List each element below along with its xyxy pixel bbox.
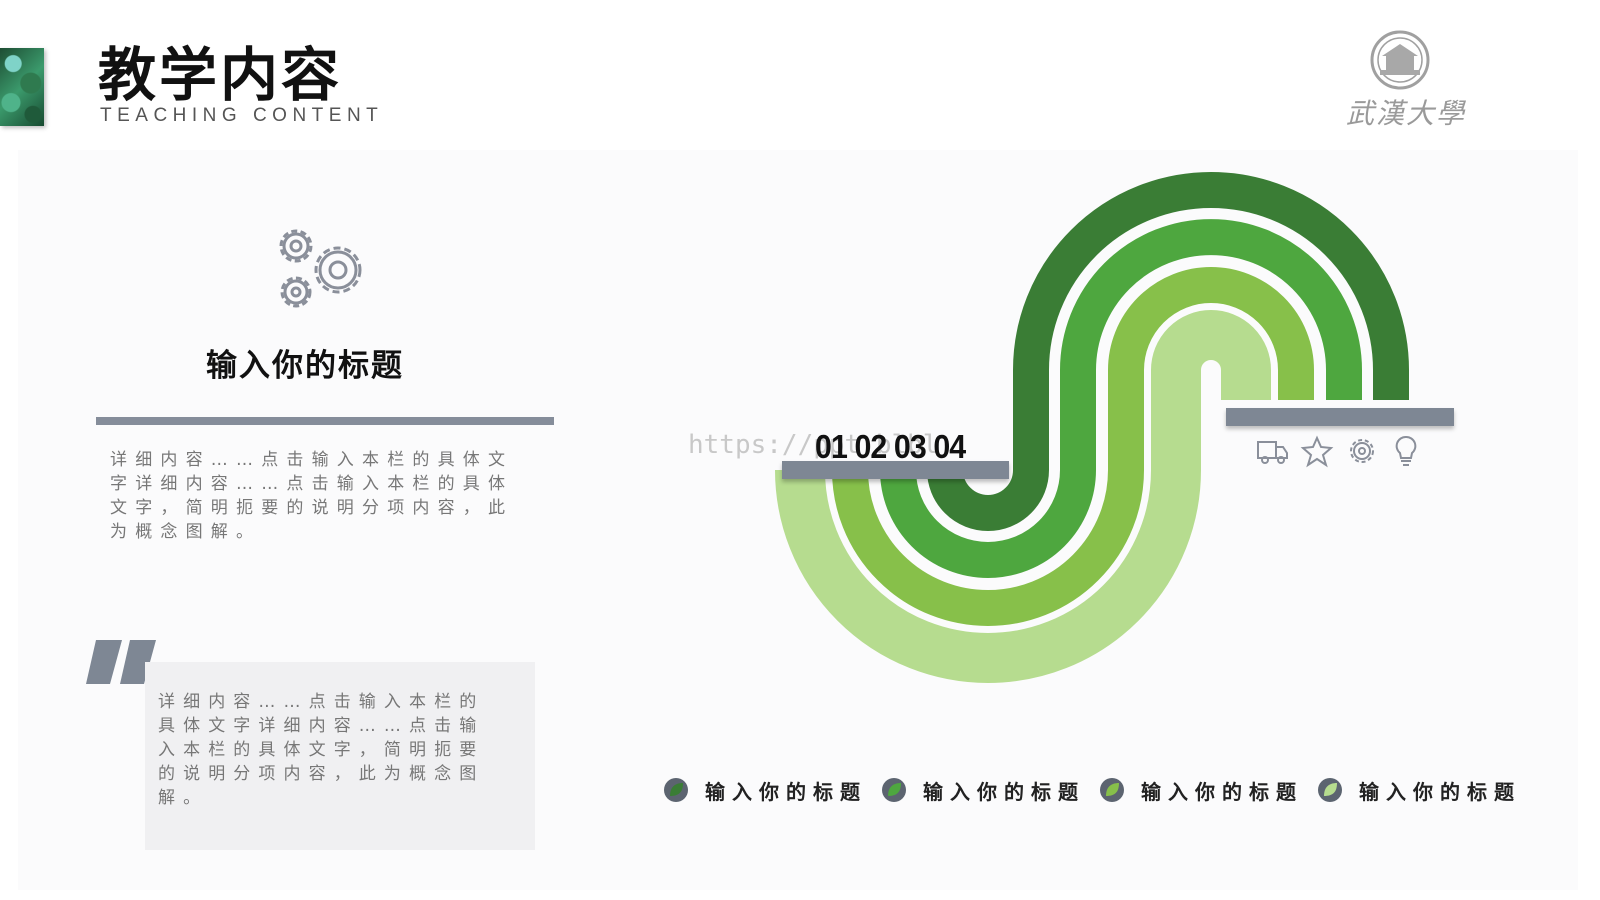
university-logo <box>1370 30 1430 90</box>
lightbulb-icon <box>1395 435 1417 466</box>
legend-label: 输入你的标题 <box>705 780 867 804</box>
legend-dot-icon <box>664 778 688 802</box>
legend-label: 输入你的标题 <box>1359 780 1521 804</box>
legend-dot-icon <box>1100 778 1124 802</box>
truck-icon <box>1257 441 1288 464</box>
step-numbers: 01 02 03 04 <box>815 428 966 465</box>
divider-bar <box>96 417 554 425</box>
university-name: 武漢大學 <box>1346 97 1467 130</box>
legend-dot-icon <box>882 778 906 802</box>
quote-body-text: 详细内容……点击输入本栏的具体文字详细内容……点击输入本栏的具体文字，简明扼要的… <box>158 692 485 808</box>
page-title: 教学内容 <box>98 41 343 109</box>
block-body-text: 详细内容……点击输入本栏的具体文字详细内容……点击输入本栏的具体文字，简明扼要的… <box>110 450 514 542</box>
leaf-decoration <box>0 48 44 126</box>
block-title: 输入你的标题 <box>206 348 404 384</box>
s-band-3 <box>832 267 1314 626</box>
gears-icon <box>279 229 362 308</box>
s-curve-diagram <box>775 172 1409 683</box>
star-icon <box>1300 435 1334 468</box>
s-band-4 <box>775 310 1271 683</box>
gear-icon <box>1350 439 1374 463</box>
quote-box <box>145 662 535 850</box>
page-subtitle: TEACHING CONTENT <box>100 105 384 126</box>
right-shelf-bar <box>1226 408 1454 426</box>
legend-label: 输入你的标题 <box>923 780 1085 804</box>
watermark: https://ppt.blbl <box>688 430 939 460</box>
legend-dot-icon <box>1318 778 1342 802</box>
s-band-2 <box>880 219 1362 578</box>
icons-row <box>1255 434 1425 470</box>
s-band-1 <box>927 172 1409 531</box>
left-shelf-bar <box>782 461 1009 479</box>
legend-label: 输入你的标题 <box>1141 780 1303 804</box>
